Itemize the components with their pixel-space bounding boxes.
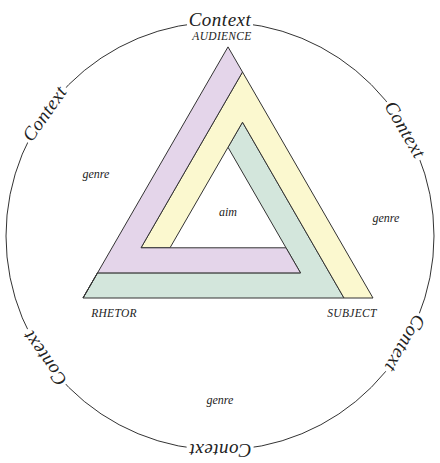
context-circle xyxy=(6,22,434,450)
context-label: Context xyxy=(18,80,72,145)
placeholder xyxy=(83,47,301,298)
placeholder xyxy=(83,47,301,298)
context-label: Context xyxy=(187,441,254,460)
context-label: Context xyxy=(380,95,430,162)
vertex-label: SUBJECT xyxy=(327,308,376,320)
placeholder xyxy=(83,47,301,298)
aim-label: aim xyxy=(219,206,237,218)
context-label: Context xyxy=(187,10,254,29)
context-label: Context xyxy=(18,326,72,391)
context-label: Context xyxy=(380,309,430,376)
genre-label: genre xyxy=(207,394,234,406)
vertex-label: AUDIENCE xyxy=(192,31,251,43)
purple-band xyxy=(83,47,301,298)
genre-label: genre xyxy=(373,212,400,224)
genre-label: genre xyxy=(83,168,110,180)
vertex-label: RHETOR xyxy=(91,308,137,320)
